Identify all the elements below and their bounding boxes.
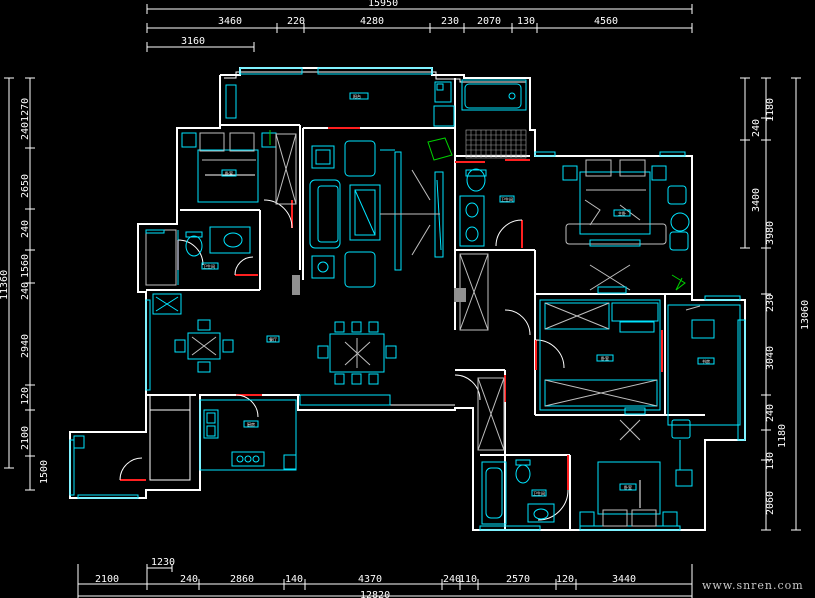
dim-bottom-9: 120 — [556, 574, 574, 585]
left-dimension-lines — [4, 77, 35, 491]
dim-top-1: 3460 — [218, 16, 242, 27]
dim-right-overall: 13060 — [800, 300, 811, 330]
dim-bottom-7: 110 — [459, 574, 477, 585]
dim-left-5: 240 — [20, 282, 31, 300]
dim-top-7: 4560 — [594, 16, 618, 27]
dim-left-4: 1560 — [20, 254, 31, 278]
bedroom-mid-furniture — [539, 264, 661, 415]
dim-left-9: 1500 — [39, 460, 50, 484]
north-bathroom-fixtures — [427, 81, 527, 247]
dim-right-4: 3980 — [765, 221, 776, 245]
walls — [69, 67, 746, 531]
dim-top-5: 2070 — [477, 16, 501, 27]
dim-bottom-8: 2570 — [506, 574, 530, 585]
dim-right-9: 130 — [765, 452, 776, 470]
label-bedroom-nw: 卧室 — [225, 170, 233, 176]
top-dimension-lines — [146, 4, 693, 52]
dim-bottom-3: 2860 — [230, 574, 254, 585]
dim-bottom-2: 240 — [180, 574, 198, 585]
master-bedroom-bed — [562, 159, 690, 291]
dim-left-6: 2940 — [20, 334, 31, 358]
dim-right-5: 230 — [765, 294, 776, 312]
living-sofa-group — [309, 140, 444, 288]
study-furniture — [667, 304, 741, 487]
label-bath-s: 卫生间 — [533, 490, 545, 496]
shower-mid — [454, 253, 489, 331]
label-balcony-top: 阳台 — [353, 93, 361, 99]
dim-left-8: 2100 — [20, 426, 31, 450]
dim-right-7: 240 — [765, 404, 776, 422]
dining-table-large — [317, 321, 397, 385]
label-bathroom-n: 卫生间 — [501, 196, 513, 202]
label-living: 客厅 — [356, 208, 364, 214]
right-dimension-lines — [740, 77, 801, 531]
dim-right-8: 1180 — [777, 424, 788, 448]
windows — [69, 67, 746, 531]
bottom-dimension-lines — [77, 564, 693, 598]
dim-left-1: 2401270 — [20, 98, 31, 140]
balcony-sw — [73, 394, 191, 481]
kitchen-fixtures — [199, 394, 391, 471]
label-bath-w: 卫生间 — [203, 263, 215, 269]
bedroom-se-bed — [579, 419, 678, 527]
dim-bottom-a: 1230 — [151, 557, 175, 568]
label-kitchen: 厨房 — [247, 421, 255, 427]
dim-right-1: 1180 — [765, 98, 776, 122]
label-dining: 餐厅 — [269, 336, 277, 342]
dim-right-6: 3040 — [765, 346, 776, 370]
label-master-bedroom: 主卧 — [618, 210, 626, 216]
dim-top-row2: 3160 — [181, 36, 205, 47]
doors — [119, 127, 663, 521]
dim-bottom-6: 240 — [443, 574, 461, 585]
dim-left-2: 2650 — [20, 174, 31, 198]
dim-bottom-1: 2100 — [95, 574, 119, 585]
dining-table-small — [174, 319, 234, 373]
dim-overall-top: 15950 — [368, 0, 398, 9]
dim-left-overall: 11360 — [0, 270, 10, 300]
room-label-tags — [201, 92, 715, 497]
dim-bottom-overall: 12820 — [360, 590, 390, 598]
dim-top-3: 4280 — [360, 16, 384, 27]
dim-left-7: 120 — [20, 387, 31, 405]
bed-nw — [181, 130, 297, 205]
dim-right-2: 240 — [751, 119, 762, 137]
dim-bottom-5: 4370 — [358, 574, 382, 585]
dim-left-3: 240 — [20, 220, 31, 238]
dim-right-10: 2060 — [765, 491, 776, 515]
south-bathroom-fixtures — [477, 377, 555, 525]
west-bathroom-fixtures — [145, 226, 300, 315]
label-study: 书房 — [702, 358, 710, 364]
label-bedroom-se: 卧室 — [624, 484, 632, 490]
label-bedroom-mid: 卧室 — [601, 355, 609, 361]
dim-bottom-4: 140 — [285, 574, 303, 585]
dim-top-4: 230 — [441, 16, 459, 27]
dim-top-6: 130 — [517, 16, 535, 27]
watermark: www.snren.com — [702, 579, 804, 592]
dim-top-2: 220 — [287, 16, 305, 27]
dim-bottom-10: 3440 — [612, 574, 636, 585]
dim-right-3: 3400 — [751, 188, 762, 212]
